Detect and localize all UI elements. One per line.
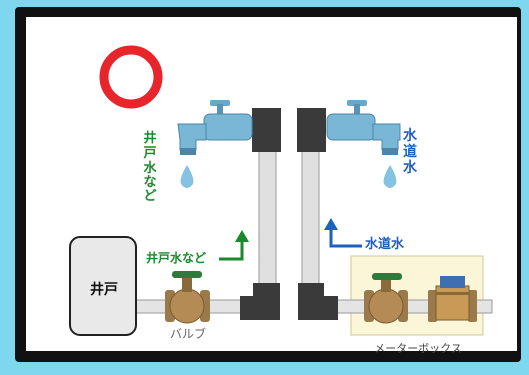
well-box xyxy=(69,236,137,336)
valve-icon xyxy=(364,273,408,324)
svg-text:ど: ど xyxy=(143,189,156,204)
svg-text:戸: 戸 xyxy=(143,146,156,161)
well-water-etc-vertical-label: 井 戸 水 な ど xyxy=(143,130,157,204)
valve-icon xyxy=(165,271,210,324)
water-drop-icon xyxy=(180,165,194,188)
meter-box-label: メーターボックス xyxy=(374,342,462,355)
svg-text:水: 水 xyxy=(143,160,157,176)
svg-text:な: な xyxy=(143,175,156,190)
water-meter-icon xyxy=(428,276,477,322)
svg-text:水: 水 xyxy=(403,127,418,144)
svg-text:井: 井 xyxy=(143,130,156,146)
left-elbow-fitting xyxy=(240,283,280,320)
arrow-up-icon xyxy=(219,230,249,261)
right-top-fitting xyxy=(297,108,326,152)
water-drop-icon xyxy=(383,165,397,188)
ok-circle-mark xyxy=(99,45,163,109)
right-elbow-fitting xyxy=(298,283,338,320)
faucet-icon xyxy=(326,100,401,155)
left-vertical-pipe xyxy=(258,149,277,291)
tap-water-label: 水道水 xyxy=(365,236,405,252)
left-top-fitting xyxy=(252,108,281,152)
well-label: 井戸 xyxy=(90,281,118,298)
valve-label: バルブ xyxy=(170,326,206,341)
right-vertical-pipe xyxy=(301,149,320,291)
arrow-up-icon xyxy=(324,218,362,248)
faucet-icon xyxy=(177,100,253,155)
svg-text:道: 道 xyxy=(403,143,417,160)
svg-text:水: 水 xyxy=(403,159,418,176)
well-water-etc-label: 井戸水など xyxy=(146,250,206,265)
tap-water-vertical-label: 水 道 水 xyxy=(403,127,418,176)
